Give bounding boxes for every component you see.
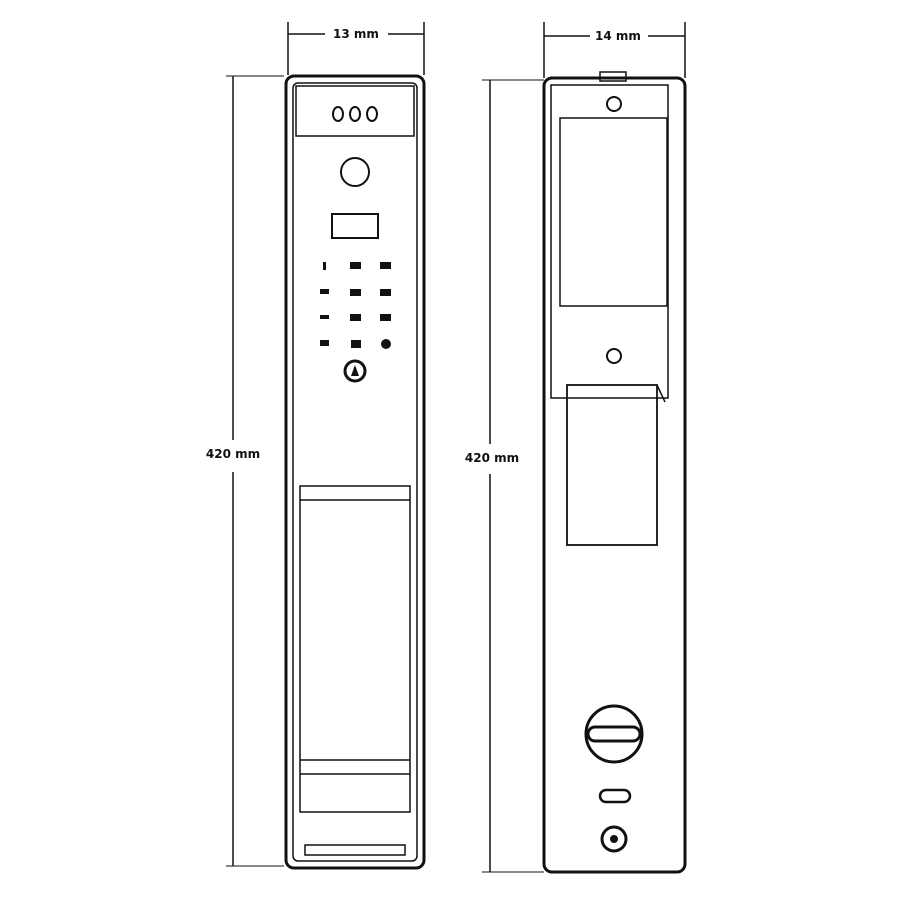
front-view-lock [284,74,426,870]
camera-strip [295,85,415,137]
display-window [331,213,379,239]
front-height-dimension: 420 mm [206,75,284,867]
front-height-label: 420 mm [206,447,260,461]
handle [299,485,411,856]
doorbell-icon [343,359,367,383]
keypad [320,262,391,349]
indicator-slot [598,788,632,804]
key-cylinder-icon [600,825,628,853]
sensor-icon [606,348,622,364]
side-view-lock [542,71,687,874]
side-width-dimension: 14 mm [543,22,686,78]
fingerprint-sensor-icon [340,157,370,187]
side-width-label: 14 mm [595,29,641,43]
front-width-dimension: 13 mm [287,22,425,75]
camera-icon [606,96,622,112]
camera-icon [332,106,378,122]
handle [566,384,658,546]
screen [559,117,668,307]
side-height-dimension: 420 mm [465,79,544,873]
side-height-label: 420 mm [465,451,519,465]
front-width-label: 13 mm [333,27,379,41]
thumb-turn-icon [584,704,644,764]
